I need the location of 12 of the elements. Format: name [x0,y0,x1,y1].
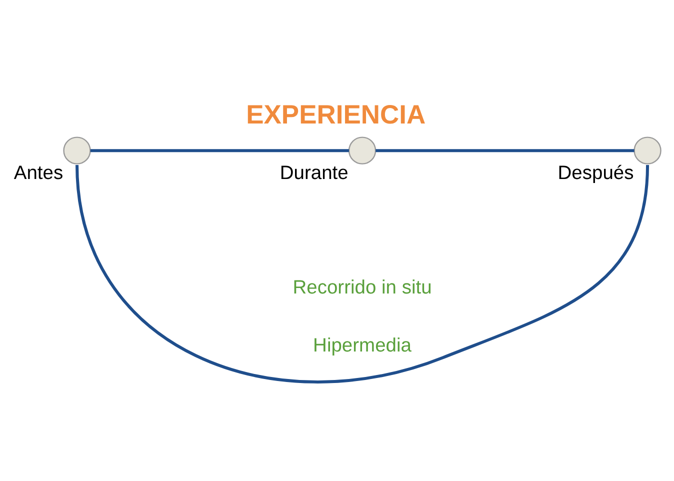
connector [76,164,650,384]
edge-label: Hipermedia [313,335,412,356]
label: Recorrido in situ [292,278,432,299]
node-circle [348,136,376,164]
connector [90,149,349,152]
diagram-title: EXPERIENCIA [246,100,426,130]
node-circle [634,136,662,164]
node-circle [63,136,91,164]
node-label: Después [558,163,634,184]
connector [376,149,634,152]
node-label: Antes [14,163,64,184]
node-label: Durante [280,163,348,184]
